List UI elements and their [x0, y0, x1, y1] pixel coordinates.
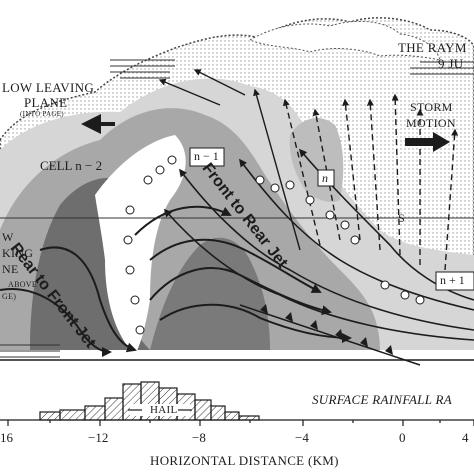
flow-leaving-label-line3: (INTO PAGE)	[20, 110, 64, 118]
diagram-title-line2: 9 JU	[438, 56, 464, 71]
updraft-arrows	[158, 69, 459, 271]
x-axis-title: HORIZONTAL DISTANCE (KM)	[150, 453, 339, 468]
high-reflectivity-core-2	[150, 237, 270, 350]
s-marker-label: S	[398, 211, 405, 225]
flow-entering-label-line5: GE)	[2, 292, 17, 301]
x-tick-label-1: −12	[88, 430, 109, 445]
gust-front	[239, 304, 421, 366]
flow-entering-label-line3: NE	[2, 262, 19, 276]
cell-n-box	[317, 169, 335, 187]
hail-label: HAIL	[150, 404, 178, 416]
x-tick-label-5: 4	[462, 430, 469, 445]
storm-motion-arrow	[405, 132, 450, 152]
cell-n-minus-1-box	[189, 147, 225, 167]
flow-leaving-label-line2: PLANE	[24, 95, 68, 110]
cell-n-plus-1-box	[435, 271, 474, 291]
storm-motion-label-line1: STORM	[410, 100, 453, 114]
x-tick-label-2: −8	[192, 430, 206, 445]
hail-trajectory-circles	[123, 155, 425, 335]
surface-rainfall-label: SURFACE RAINFALL RA	[312, 392, 453, 407]
flow-leaving-label-line1: LOW LEAVING	[2, 80, 95, 95]
flow-entering-label-line4: ABOVE	[8, 280, 38, 289]
x-axis	[0, 419, 474, 426]
rear-to-front-jet-channel	[95, 135, 186, 355]
storm-motion-label-line2: MOTION	[406, 116, 456, 130]
cell-n-label: n	[322, 171, 328, 185]
x-tick-label-3: −4	[295, 430, 309, 445]
x-tick-label-4: 0	[399, 430, 406, 445]
diagram-title-line1: THE RAYM	[398, 40, 467, 55]
cell-n-minus-1-label: n − 1	[194, 149, 219, 163]
flow-leaving-hatching	[0, 59, 474, 358]
cell-n-plus-1-label: n + 1	[440, 273, 465, 287]
x-tick-label-0: 16	[0, 430, 13, 445]
flow-entering-label-line1: W	[2, 230, 14, 244]
flow-entering-label-line2: KING	[2, 246, 34, 260]
rear-to-front-streamlines	[0, 205, 352, 357]
cell-n-minus-2-label: CELL n − 2	[40, 158, 103, 173]
